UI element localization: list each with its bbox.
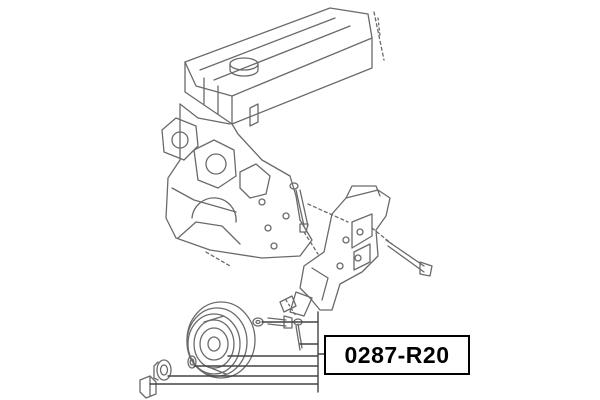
engine-block bbox=[165, 103, 313, 267]
cylinder-head bbox=[184, 7, 385, 127]
tensioner-bolt bbox=[252, 315, 293, 329]
pulley-hub bbox=[153, 359, 172, 381]
bracket-bolt bbox=[279, 295, 303, 351]
pulley-bolt bbox=[139, 375, 157, 399]
part-number-label: 0287-R20 bbox=[324, 335, 470, 375]
leader-lines bbox=[149, 311, 325, 393]
oil-filler-cap bbox=[229, 57, 259, 77]
adjusting-rod bbox=[289, 182, 349, 255]
manifold-flange bbox=[161, 117, 271, 199]
mounting-bracket bbox=[289, 185, 433, 317]
pulley-washer bbox=[187, 355, 197, 369]
